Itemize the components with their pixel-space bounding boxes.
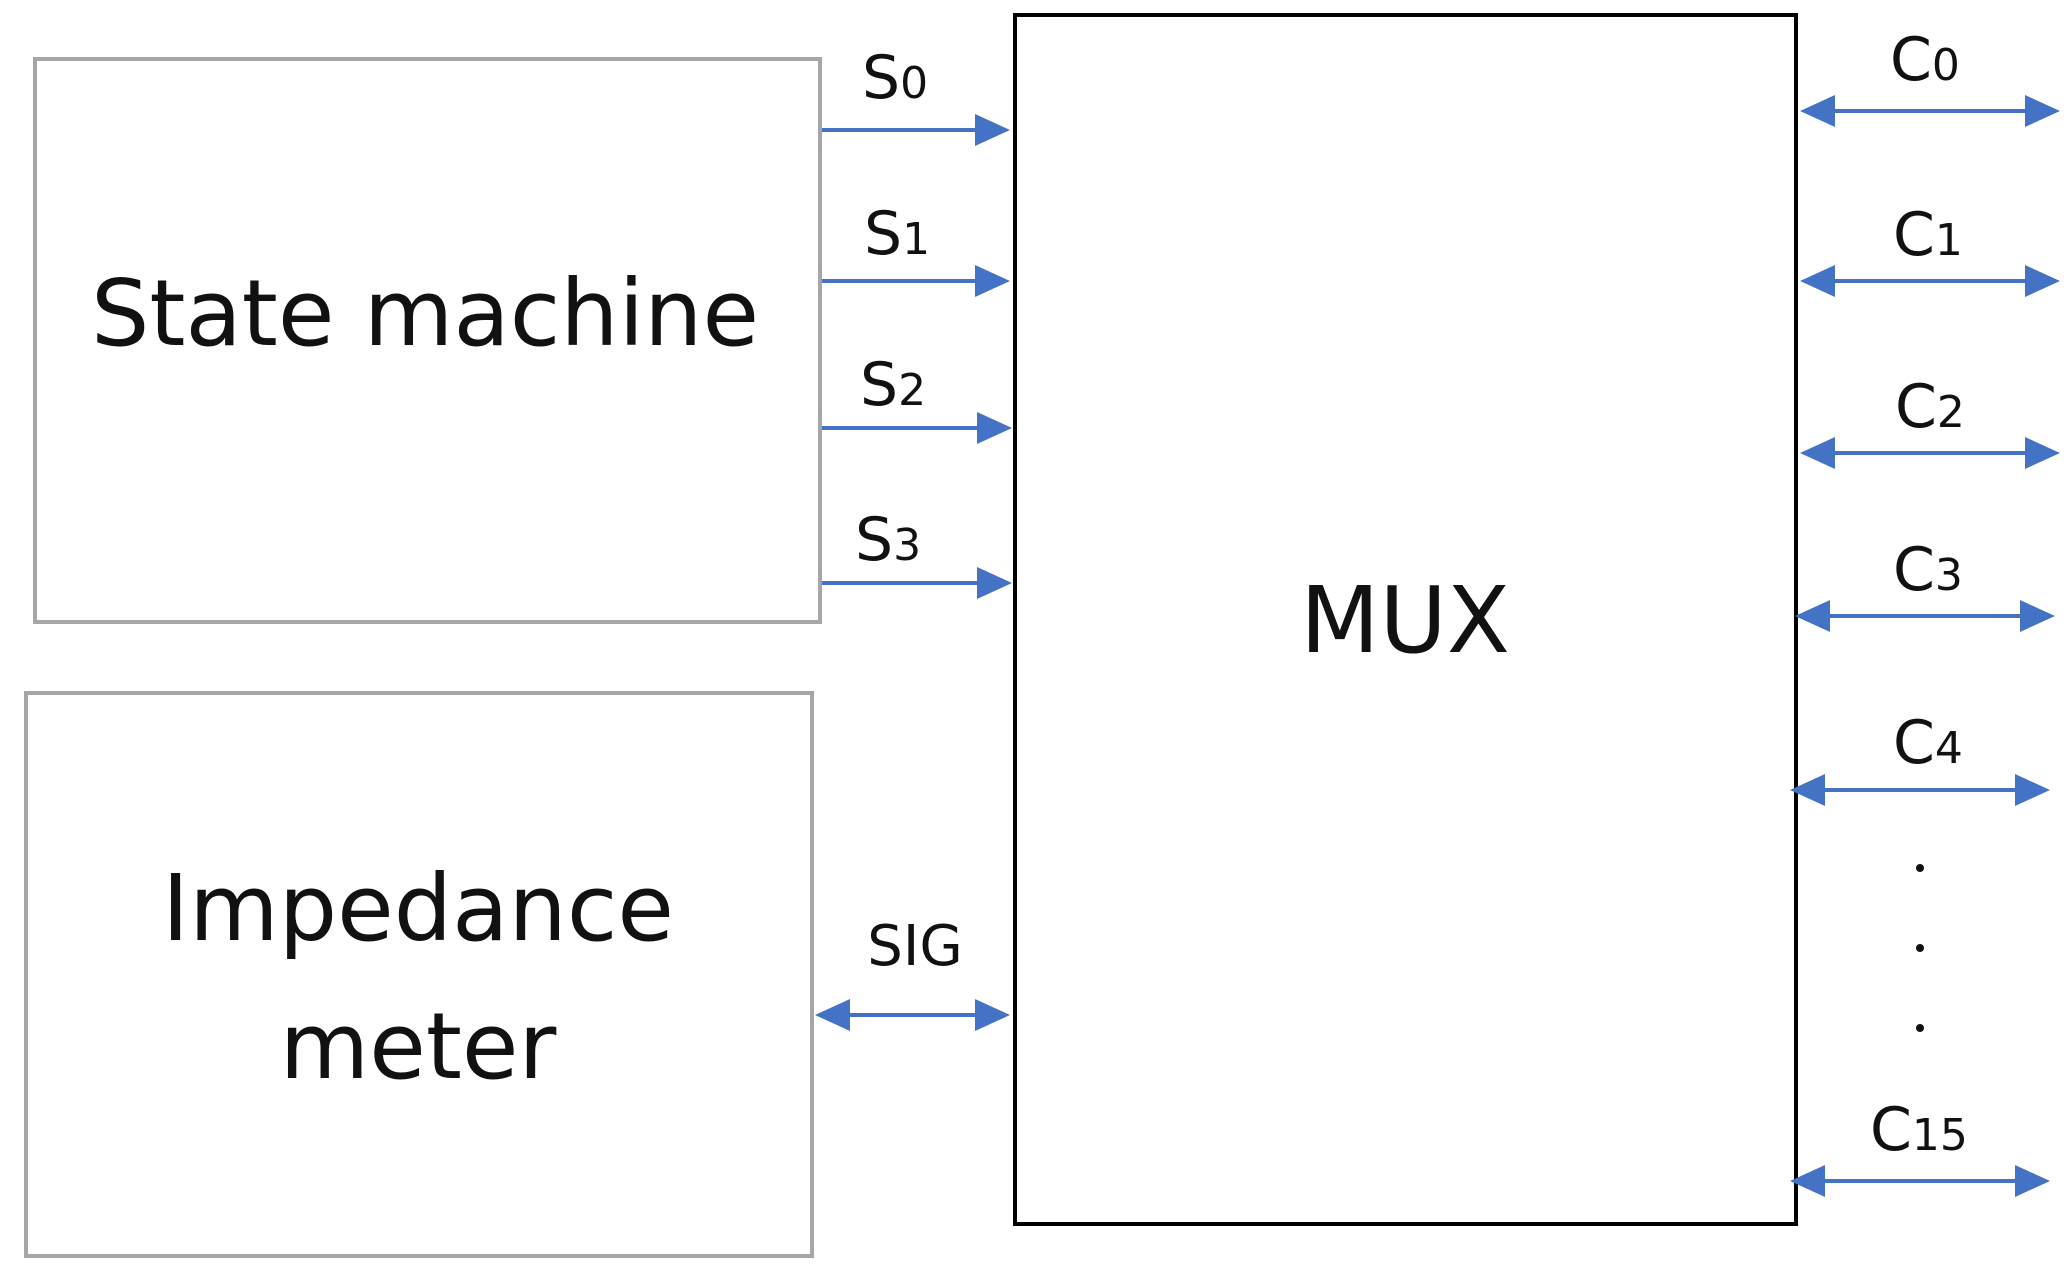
- channel-line-c15-arrow-left: [1790, 1165, 1825, 1197]
- state-machine-label: State machine: [91, 260, 759, 367]
- channel-line-c4-arrow-right: [2015, 774, 2050, 806]
- channel-line-c0-arrow-left: [1800, 95, 1835, 127]
- channel-line-c4-arrow-left: [1790, 774, 1825, 806]
- state-machine-block: State machine: [33, 57, 822, 624]
- channel-line-c15-label: C15: [1870, 1095, 1968, 1165]
- channel-line-c4: C4: [1790, 708, 2050, 806]
- select-lines: S0 S1 S2 S3: [822, 43, 1012, 599]
- select-line-s3-arrow: [977, 567, 1012, 599]
- channel-line-c1-arrow-left: [1800, 265, 1835, 297]
- channel-line-c1-label: C1: [1893, 200, 1963, 270]
- ellipsis-dot-3: [1916, 1024, 1924, 1032]
- select-line-s0: S0: [822, 43, 1010, 146]
- channel-line-c2-arrow-left: [1800, 437, 1835, 469]
- impedance-meter-block: Impedance meter: [24, 691, 814, 1258]
- select-line-s3: S3: [822, 505, 1012, 599]
- channel-line-c3: C3: [1795, 535, 2055, 632]
- channel-line-c3-arrow-right: [2020, 600, 2055, 632]
- select-line-s0-arrow: [975, 114, 1010, 146]
- select-line-s1-arrow: [975, 265, 1010, 297]
- channel-line-c4-label: C4: [1893, 708, 1963, 778]
- sig-line: SIG: [815, 914, 1010, 1031]
- select-line-s2-label: S2: [860, 350, 926, 420]
- select-line-s0-label: S0: [862, 43, 928, 113]
- channel-line-c2: C2: [1800, 372, 2060, 469]
- channel-line-c2-arrow-right: [2025, 437, 2060, 469]
- select-line-s1: S1: [822, 199, 1010, 297]
- channel-line-c15-arrow-right: [2015, 1165, 2050, 1197]
- sig-line-arrow-left: [815, 999, 850, 1031]
- mux-box: [1013, 13, 1798, 1226]
- channel-line-c1-arrow-right: [2025, 265, 2060, 297]
- state-machine-box: [33, 57, 822, 624]
- channel-line-c0-arrow-right: [2025, 95, 2060, 127]
- select-line-s2-arrow: [977, 412, 1012, 444]
- ellipsis-dot-1: [1916, 864, 1924, 872]
- sig-line-label: SIG: [867, 914, 962, 979]
- select-line-s1-label: S1: [864, 199, 930, 269]
- channel-line-c1: C1: [1800, 200, 2060, 297]
- mux-label: MUX: [1300, 567, 1510, 674]
- channel-line-c15: C15: [1790, 1095, 2050, 1197]
- channel-lines: C0 C1 C2 C3 C4 ...: [1790, 25, 2060, 1197]
- impedance-meter-label-line1: Impedance: [162, 855, 674, 962]
- mux-block: MUX: [1013, 13, 1798, 1226]
- sig-line-arrow-right: [975, 999, 1010, 1031]
- select-line-s3-label: S3: [855, 505, 921, 575]
- channel-ellipsis: ...: [1916, 864, 1924, 1032]
- channel-line-c3-arrow-left: [1795, 600, 1830, 632]
- select-line-s2: S2: [822, 350, 1012, 444]
- impedance-meter-label-line2: meter: [280, 993, 557, 1100]
- channel-line-c0-label: C0: [1890, 25, 1960, 95]
- channel-line-c2-label: C2: [1895, 372, 1965, 442]
- impedance-meter-box: [24, 691, 814, 1258]
- channel-line-c0: C0: [1800, 25, 2060, 127]
- ellipsis-dot-2: [1916, 944, 1924, 952]
- channel-line-c3-label: C3: [1893, 535, 1963, 605]
